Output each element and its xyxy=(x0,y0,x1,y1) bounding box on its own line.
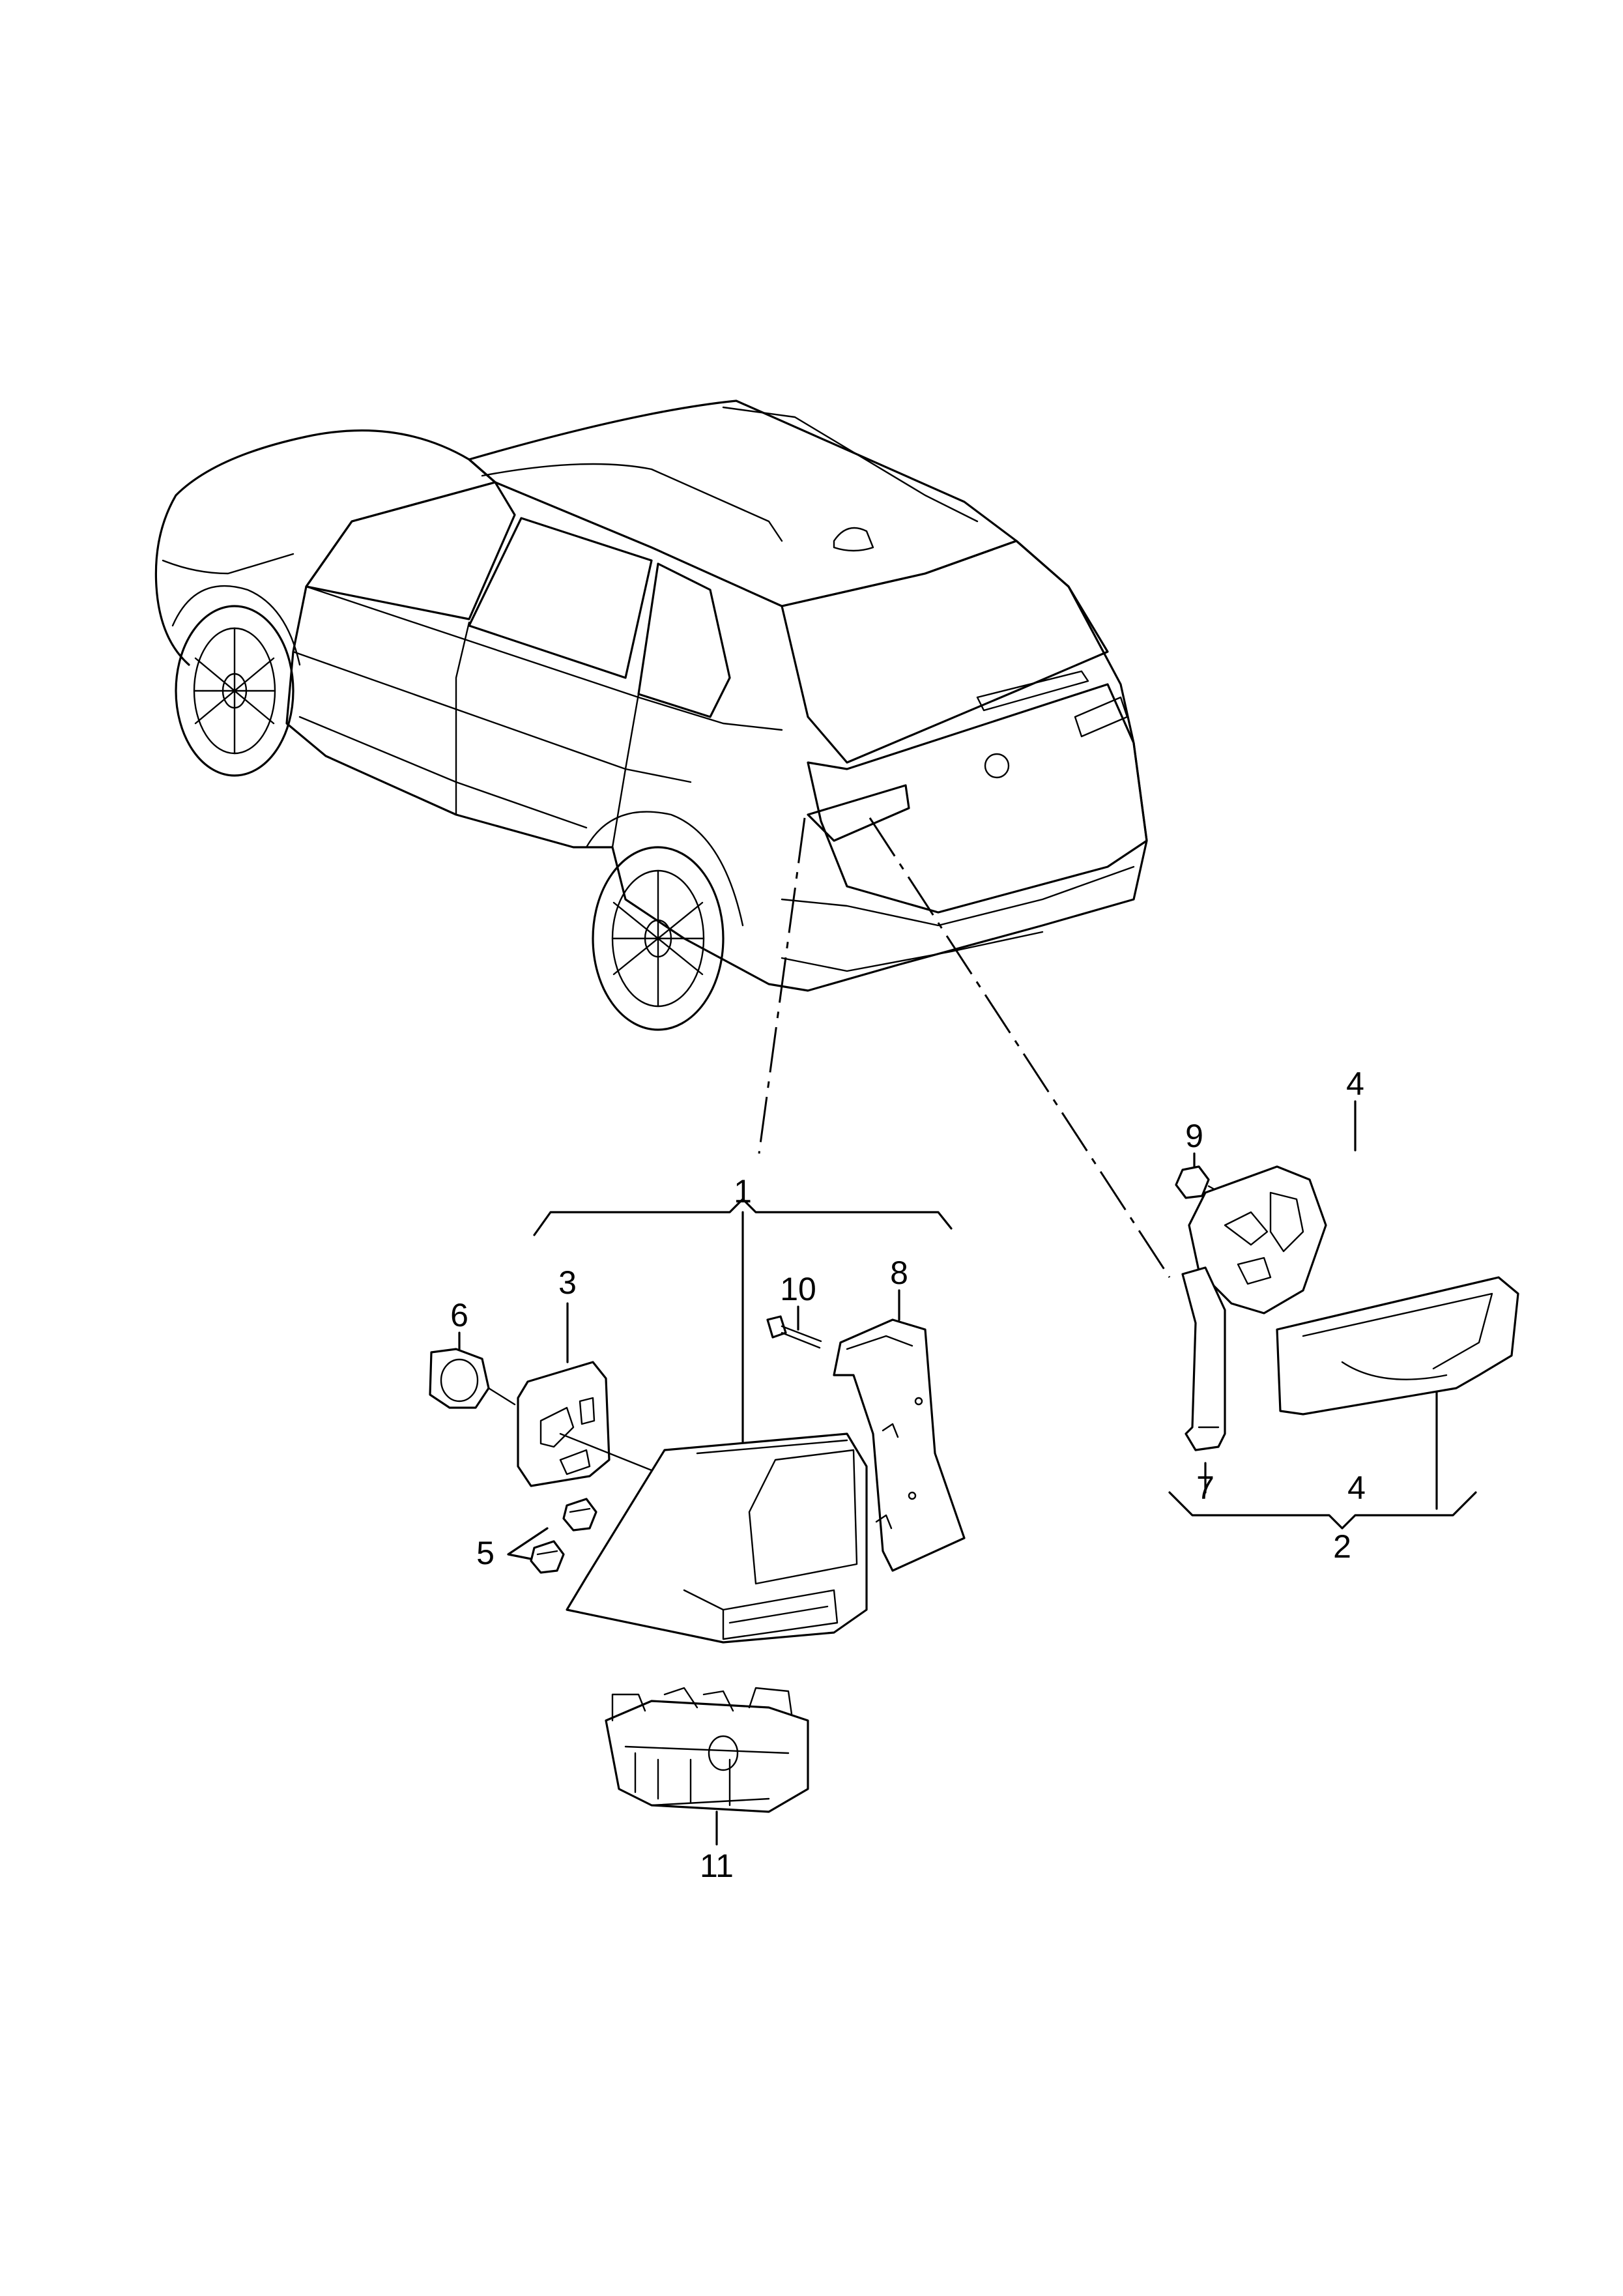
trim-strip-part-7 xyxy=(1181,1266,1226,1451)
callout-5: 5 xyxy=(476,1535,495,1571)
callout-6: 6 xyxy=(450,1297,468,1333)
mounting-bracket-part-11 xyxy=(605,1687,809,1813)
callout-3: 3 xyxy=(558,1264,577,1301)
callout-8: 8 xyxy=(890,1255,908,1291)
callout-1: 1 xyxy=(734,1173,752,1210)
grommet-part-5a xyxy=(562,1498,597,1532)
bulb-carrier-part-4 xyxy=(1188,1165,1327,1315)
tail-lamp-part-4 xyxy=(1276,1276,1519,1416)
callout-10: 10 xyxy=(780,1271,816,1307)
callout-labels: 1 2 3 4 4 5 6 7 8 9 10 11 xyxy=(450,1066,1366,1884)
trim-panel-part-8 xyxy=(833,1318,966,1572)
bulb-holder-part-6 xyxy=(429,1348,516,1409)
leader-lines xyxy=(458,817,1477,1846)
callout-4b: 4 xyxy=(1347,1470,1366,1506)
callout-7: 7 xyxy=(1196,1470,1214,1506)
grommet-part-5b xyxy=(530,1540,565,1574)
callout-9: 9 xyxy=(1185,1118,1203,1154)
callout-11: 11 xyxy=(700,1848,734,1884)
tail-lamp-part-1 xyxy=(566,1432,868,1644)
bulb-carrier-part-3 xyxy=(517,1361,659,1487)
callout-4a: 4 xyxy=(1346,1066,1364,1102)
callout-2: 2 xyxy=(1333,1528,1351,1565)
screw-part-10 xyxy=(766,1315,822,1349)
vehicle-illustration xyxy=(154,400,1148,1031)
